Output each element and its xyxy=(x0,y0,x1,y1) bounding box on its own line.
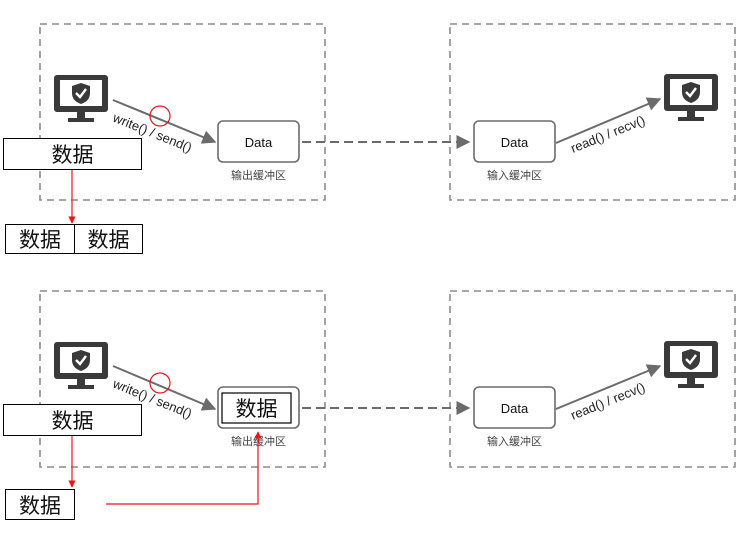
input-buffer-data-top: Data xyxy=(501,135,529,150)
output-buffer-data-top: Data xyxy=(245,135,273,150)
split-data-box-2: 数据 xyxy=(74,224,143,254)
monitor-shield-icon xyxy=(52,340,110,391)
send-arrow-bottom xyxy=(112,365,217,411)
move-arrow-to-buffer xyxy=(106,431,262,505)
sender-host-region-bottom xyxy=(39,290,326,468)
buffer-data-chunk xyxy=(221,392,292,424)
input-buffer-caption-bottom: 输入缓冲区 xyxy=(487,434,542,448)
source-data-box-top: 数据 xyxy=(3,138,142,170)
recv-call-label-bottom: read() / recv() xyxy=(569,379,648,422)
source-data-box-bottom: 数据 xyxy=(3,404,142,436)
receiver-host-region-top xyxy=(449,23,736,201)
monitor-shield-icon xyxy=(662,339,720,390)
recv-call-label-top: read() / recv() xyxy=(569,112,648,155)
input-buffer-top xyxy=(473,120,556,163)
split-data-box-1: 数据 xyxy=(5,224,75,254)
input-buffer-caption-top: 输入缓冲区 xyxy=(487,168,542,182)
moved-data-box: 数据 xyxy=(5,489,75,520)
receiver-host-region-bottom xyxy=(449,290,736,468)
recv-arrow-bottom xyxy=(555,364,662,410)
input-buffer-bottom xyxy=(473,386,556,429)
sender-host-region-top xyxy=(39,23,326,201)
monitor-shield-icon xyxy=(662,72,720,123)
highlight-circle-bottom xyxy=(149,372,171,394)
monitor-shield-icon xyxy=(52,73,110,124)
output-buffer-top xyxy=(217,120,300,163)
output-buffer-caption-top: 输出缓冲区 xyxy=(231,168,286,182)
highlight-circle-top xyxy=(149,105,171,127)
input-buffer-data-bottom: Data xyxy=(501,401,529,416)
recv-arrow-top xyxy=(555,97,662,144)
send-arrow-top xyxy=(112,99,217,144)
output-buffer-data-bottom: 数据 xyxy=(236,397,278,421)
